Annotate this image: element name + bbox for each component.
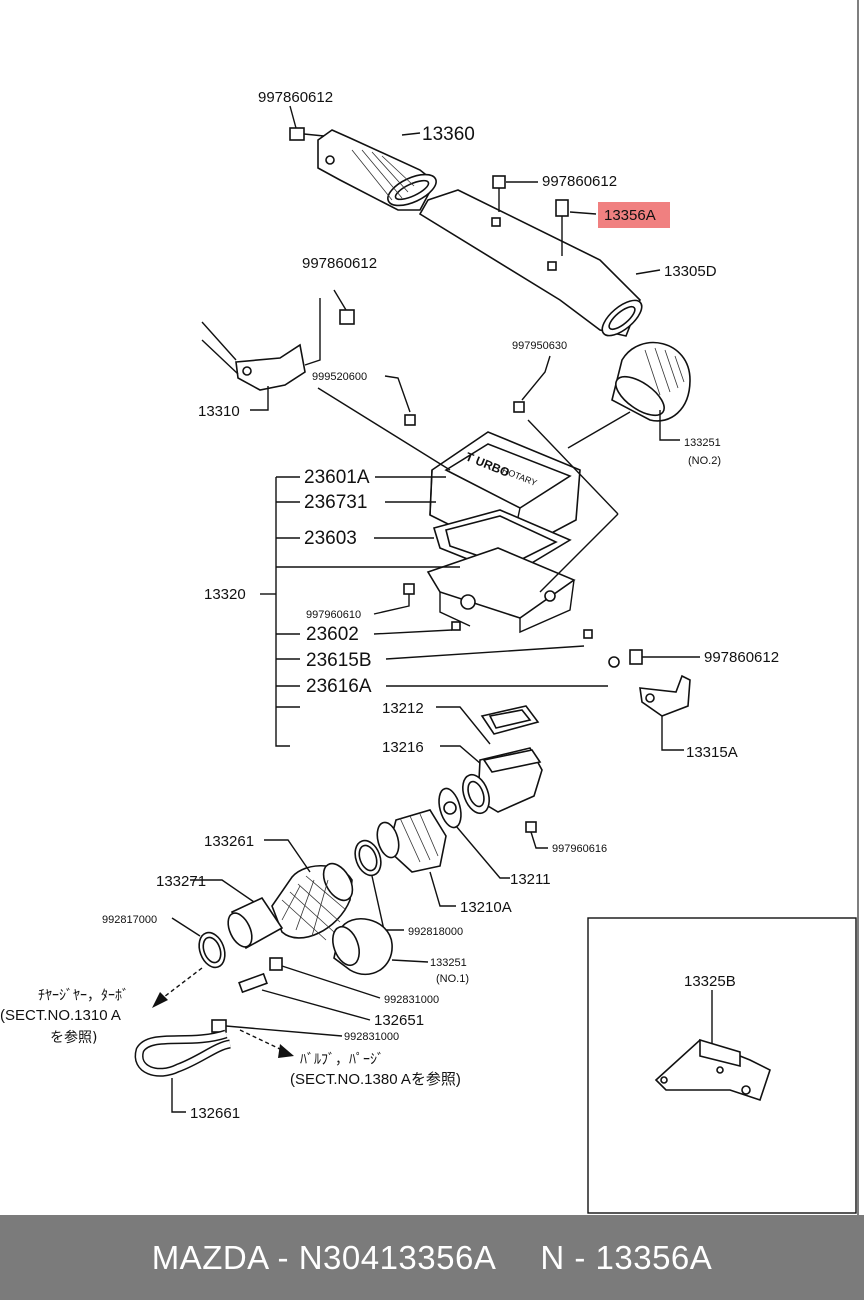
guide-line-d <box>567 411 631 449</box>
guide-line-c <box>539 513 619 593</box>
label-997860612-pipe: 997860612 <box>542 173 617 190</box>
label-13310: 13310 <box>198 403 240 420</box>
ref-arrow-right-line <box>239 1029 283 1051</box>
ref-arrow-left-line <box>159 967 203 1001</box>
label-13216: 13216 <box>382 739 424 756</box>
screw-999520600 <box>384 375 416 426</box>
ref-left-line1: ﾁﾔｰｼﾞﾔｰ，ﾀｰﾎﾞ <box>38 988 129 1004</box>
ref-right-line1: ﾊﾞﾙﾌﾞ，ﾊﾟｰｼﾞ <box>300 1052 384 1068</box>
label-133251-no2: 133251 <box>684 437 721 449</box>
inset-box <box>587 917 857 1214</box>
ref-right-line2: (SECT.NO.1380 Aを参照) <box>290 1071 461 1088</box>
hose-133251-no1 <box>332 918 429 976</box>
label-13210a: 13210A <box>460 899 512 916</box>
parts-diagram: T URBO ROTARY <box>0 0 859 1215</box>
label-133251-no2-note: (NO.2) <box>688 455 721 467</box>
label-992831000-a: 992831000 <box>384 994 439 1006</box>
leader-133251-no2 <box>659 410 680 441</box>
label-23602: 23602 <box>306 624 359 645</box>
label-23616a: 23616A <box>306 676 372 697</box>
gasket-13211 <box>438 787 510 879</box>
leader-13360 <box>401 132 421 136</box>
label-13356a: 13356A <box>604 207 656 224</box>
ref-arrow-right-head <box>278 1044 294 1058</box>
label-23603: 23603 <box>304 528 357 549</box>
air-cleaner-element <box>426 509 576 634</box>
hose-132661 <box>134 1029 232 1113</box>
label-133261: 133261 <box>204 833 254 850</box>
label-997960616: 997960616 <box>552 843 607 855</box>
footer-bar: MAZDA - N30413356A N - 13356A <box>0 1215 864 1300</box>
label-13320: 13320 <box>204 586 246 603</box>
group-bracket <box>275 477 290 747</box>
footer-short-number: N - 13356A <box>540 1238 713 1276</box>
label-13211: 13211 <box>510 871 551 888</box>
bolt-997860612-pipe <box>492 175 538 212</box>
highlight-13356a <box>598 202 670 228</box>
footer-text: MAZDA - N30413356A N - 13356A <box>152 1239 713 1277</box>
hose-133271 <box>190 879 284 950</box>
intake-pipe-13360 <box>317 129 437 211</box>
label-133251-no1: 133251 <box>430 957 467 969</box>
guide-line-a <box>317 387 451 471</box>
label-13360: 13360 <box>422 124 475 145</box>
label-13305d: 13305D <box>664 263 717 280</box>
grommet-23602 <box>451 621 461 631</box>
fitting-13356a <box>555 199 597 256</box>
label-992831000-b: 992831000 <box>344 1031 399 1043</box>
bolt-997860612-right <box>629 649 700 665</box>
duct-133261 <box>264 839 354 941</box>
bolt-997860612-left <box>304 289 355 366</box>
ref-left-line3: を参照) <box>50 1029 97 1046</box>
pipe-132651 <box>211 957 381 1037</box>
label-992818000: 992818000 <box>408 926 463 938</box>
screw-997950630 <box>513 355 551 413</box>
label-13315a: 13315A <box>686 744 738 761</box>
label-997960610: 997960610 <box>306 609 361 621</box>
parts-diagram-svg: T URBO ROTARY <box>0 0 859 1215</box>
gasket-13212 <box>480 705 540 735</box>
ref-arrow-left-head <box>152 992 168 1008</box>
label-997860612-left: 997860612 <box>302 255 377 272</box>
label-999520600: 999520600 <box>312 371 367 383</box>
hose-133251-no2 <box>611 341 691 422</box>
bolt-997960616 <box>525 821 548 849</box>
label-133251-no1-note: (NO.1) <box>436 973 469 985</box>
pipe-13305d <box>418 189 643 337</box>
label-997860612-top: 997860612 <box>258 89 333 106</box>
ref-left-line2: (SECT.NO.1310 A <box>0 1007 121 1024</box>
label-997950630: 997950630 <box>512 340 567 352</box>
label-236731: 236731 <box>304 492 367 513</box>
bracket-13325b <box>654 990 771 1102</box>
bracket-13310 <box>201 321 306 411</box>
guide-line-b <box>527 419 619 515</box>
label-997860612-right: 997860612 <box>704 649 779 666</box>
bolt-997960610 <box>373 583 415 615</box>
label-13325b: 13325B <box>684 973 736 990</box>
label-23615b: 23615B <box>306 650 372 671</box>
throttle-body-13210a <box>376 809 456 907</box>
label-23601a: 23601A <box>304 467 370 488</box>
clamp-992818000 <box>354 839 404 931</box>
footer-part-number: MAZDA - N30413356A <box>151 1238 497 1276</box>
bolt-997860612-top <box>289 105 325 141</box>
leader-13305d <box>635 269 661 275</box>
group-leaders <box>260 476 608 771</box>
clamp-992817000 <box>171 917 226 969</box>
label-132661: 132661 <box>190 1105 240 1122</box>
adapter-13216 <box>462 747 543 815</box>
label-132651: 132651 <box>374 1012 424 1029</box>
label-13212: 13212 <box>382 700 424 717</box>
bracket-13315a <box>608 656 691 751</box>
grommet-23615b <box>583 629 593 639</box>
label-992817000: 992817000 <box>102 914 157 926</box>
label-133271: 133271 <box>156 873 206 890</box>
